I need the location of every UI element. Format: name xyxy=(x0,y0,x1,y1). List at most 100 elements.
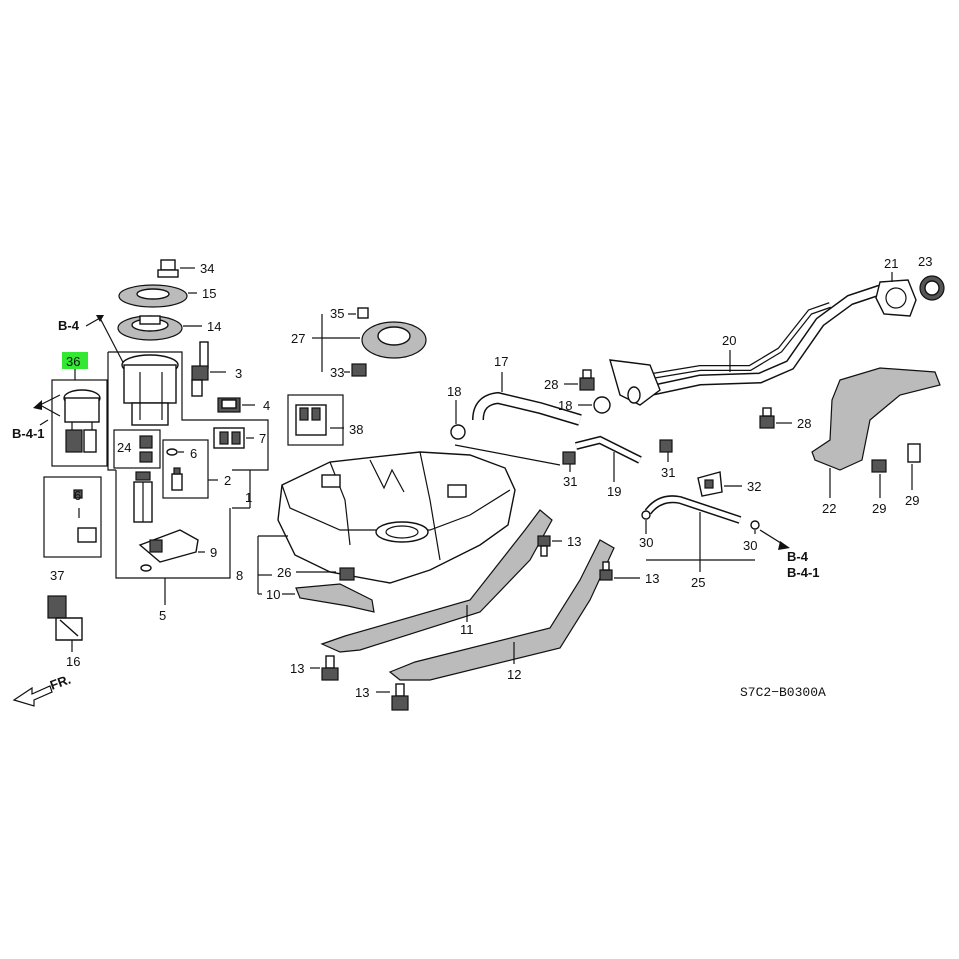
bolt-28b[interactable] xyxy=(759,407,775,429)
callout-9[interactable]: 9 xyxy=(210,545,217,560)
fuel-hose-37[interactable] xyxy=(53,486,97,543)
callout-34[interactable]: 34 xyxy=(200,261,214,276)
callout-16[interactable]: 16 xyxy=(66,654,80,669)
callout-13b[interactable]: 13 xyxy=(645,571,659,586)
callout-13c[interactable]: 13 xyxy=(290,661,304,676)
ref-b4-top[interactable]: B-4 xyxy=(58,318,80,333)
callout-3[interactable]: 3 xyxy=(235,366,242,381)
nut-33[interactable] xyxy=(351,363,367,377)
callout-13d[interactable]: 13 xyxy=(355,685,369,700)
callout-30b[interactable]: 30 xyxy=(743,538,757,553)
callout-32[interactable]: 32 xyxy=(747,479,761,494)
callout-31a[interactable]: 31 xyxy=(563,474,577,489)
fuel-pump-base-14[interactable] xyxy=(117,315,183,341)
bolt-13b[interactable] xyxy=(599,561,613,581)
clip-29b[interactable] xyxy=(907,443,921,463)
bolt-13a[interactable] xyxy=(537,535,551,557)
callout-24[interactable]: 24 xyxy=(117,440,131,455)
callout-31b[interactable]: 31 xyxy=(661,465,675,480)
callout-8[interactable]: 8 xyxy=(236,568,243,583)
callout-23[interactable]: 23 xyxy=(918,254,932,269)
tank-strap-12[interactable] xyxy=(388,539,615,681)
sender-cover-27[interactable] xyxy=(361,321,427,359)
harness-clip-38[interactable] xyxy=(295,404,327,436)
callout-2[interactable]: 2 xyxy=(224,473,231,488)
diagram-code: S7C2−B0300A xyxy=(740,685,826,700)
callout-35[interactable]: 35 xyxy=(330,306,344,321)
lock-ring-15[interactable] xyxy=(118,284,188,308)
fuel-pump-motor-5[interactable] xyxy=(133,471,153,523)
callout-25[interactable]: 25 xyxy=(691,575,705,590)
fuel-cap-23[interactable] xyxy=(919,275,945,301)
callout-27[interactable]: 27 xyxy=(291,331,305,346)
callout-12[interactable]: 12 xyxy=(507,667,521,682)
clamp-18b[interactable] xyxy=(593,396,611,414)
strainer-9[interactable] xyxy=(138,529,199,563)
sender-float-3[interactable] xyxy=(191,341,209,397)
callout-28a[interactable]: 28 xyxy=(544,377,558,392)
clip-4[interactable] xyxy=(217,397,241,413)
callout-30a[interactable]: 30 xyxy=(639,535,653,550)
callout-7[interactable]: 7 xyxy=(259,431,266,446)
filter-2[interactable] xyxy=(171,467,183,491)
bolt-13c[interactable] xyxy=(321,655,339,681)
clip-31b[interactable] xyxy=(659,439,673,453)
bracket-32[interactable] xyxy=(697,471,723,497)
protector-10[interactable] xyxy=(295,583,375,613)
bolt-13d[interactable] xyxy=(391,683,409,711)
clamp-30a[interactable] xyxy=(641,510,651,520)
filter-24[interactable] xyxy=(139,435,153,463)
box-38 xyxy=(287,394,344,446)
fuel-pump-module-36[interactable] xyxy=(63,389,101,453)
callout-21[interactable]: 21 xyxy=(884,256,898,271)
front-arrow-icon xyxy=(12,685,53,707)
clip-31a[interactable] xyxy=(562,451,576,465)
callout-19[interactable]: 19 xyxy=(607,484,621,499)
callout-20[interactable]: 20 xyxy=(722,333,736,348)
callout-28b[interactable]: 28 xyxy=(797,416,811,431)
callout-37[interactable]: 37 xyxy=(50,568,64,583)
o-ring-6[interactable] xyxy=(166,448,178,456)
clamp-18a[interactable] xyxy=(450,424,466,440)
callout-18a[interactable]: 18 xyxy=(447,384,461,399)
callout-33[interactable]: 33 xyxy=(330,365,344,380)
ref-b4-1-left[interactable]: B-4-1 xyxy=(12,426,45,441)
o-ring-5[interactable] xyxy=(140,564,152,572)
screw-35[interactable] xyxy=(357,307,369,319)
pressure-regulator-7[interactable] xyxy=(213,427,245,449)
box-24 xyxy=(113,429,161,469)
clamp-30b[interactable] xyxy=(750,520,760,530)
ref-b4-1-right[interactable]: B-4-1 xyxy=(787,565,820,580)
clip-29a[interactable] xyxy=(871,459,887,473)
callout-6b[interactable]: 6 xyxy=(74,488,81,503)
callout-4[interactable]: 4 xyxy=(263,398,270,413)
bolt-34[interactable] xyxy=(157,259,179,278)
callout-18b[interactable]: 18 xyxy=(558,398,572,413)
callout-29a[interactable]: 29 xyxy=(872,501,886,516)
callout-15[interactable]: 15 xyxy=(202,286,216,301)
callout-11[interactable]: 11 xyxy=(460,622,474,637)
callout-22[interactable]: 22 xyxy=(822,501,836,516)
splash-shield-22[interactable] xyxy=(811,367,941,471)
callout-5[interactable]: 5 xyxy=(159,608,166,623)
callout-38[interactable]: 38 xyxy=(349,422,363,437)
bracket-16[interactable] xyxy=(47,595,83,641)
callout-14[interactable]: 14 xyxy=(207,319,221,334)
filler-neck-21[interactable] xyxy=(875,279,917,317)
ref-b4-right[interactable]: B-4 xyxy=(787,549,809,564)
callout-13a[interactable]: 13 xyxy=(567,534,581,549)
callout-36[interactable]: 36 xyxy=(66,354,80,369)
bolt-28a[interactable] xyxy=(579,369,595,391)
bracket-1 xyxy=(108,351,269,471)
filler-pipe-20[interactable] xyxy=(609,284,882,406)
callout-6a[interactable]: 6 xyxy=(190,446,197,461)
callout-29b[interactable]: 29 xyxy=(905,493,919,508)
callout-17[interactable]: 17 xyxy=(494,354,508,369)
fuel-pump-unit-1[interactable] xyxy=(121,354,179,426)
callout-10[interactable]: 10 xyxy=(266,587,280,602)
fuel-tank[interactable] xyxy=(277,451,516,584)
callout-26[interactable]: 26 xyxy=(277,565,291,580)
tank-strap-11[interactable] xyxy=(320,509,553,653)
callout-1[interactable]: 1 xyxy=(245,490,252,505)
grommet-26[interactable] xyxy=(339,567,355,581)
